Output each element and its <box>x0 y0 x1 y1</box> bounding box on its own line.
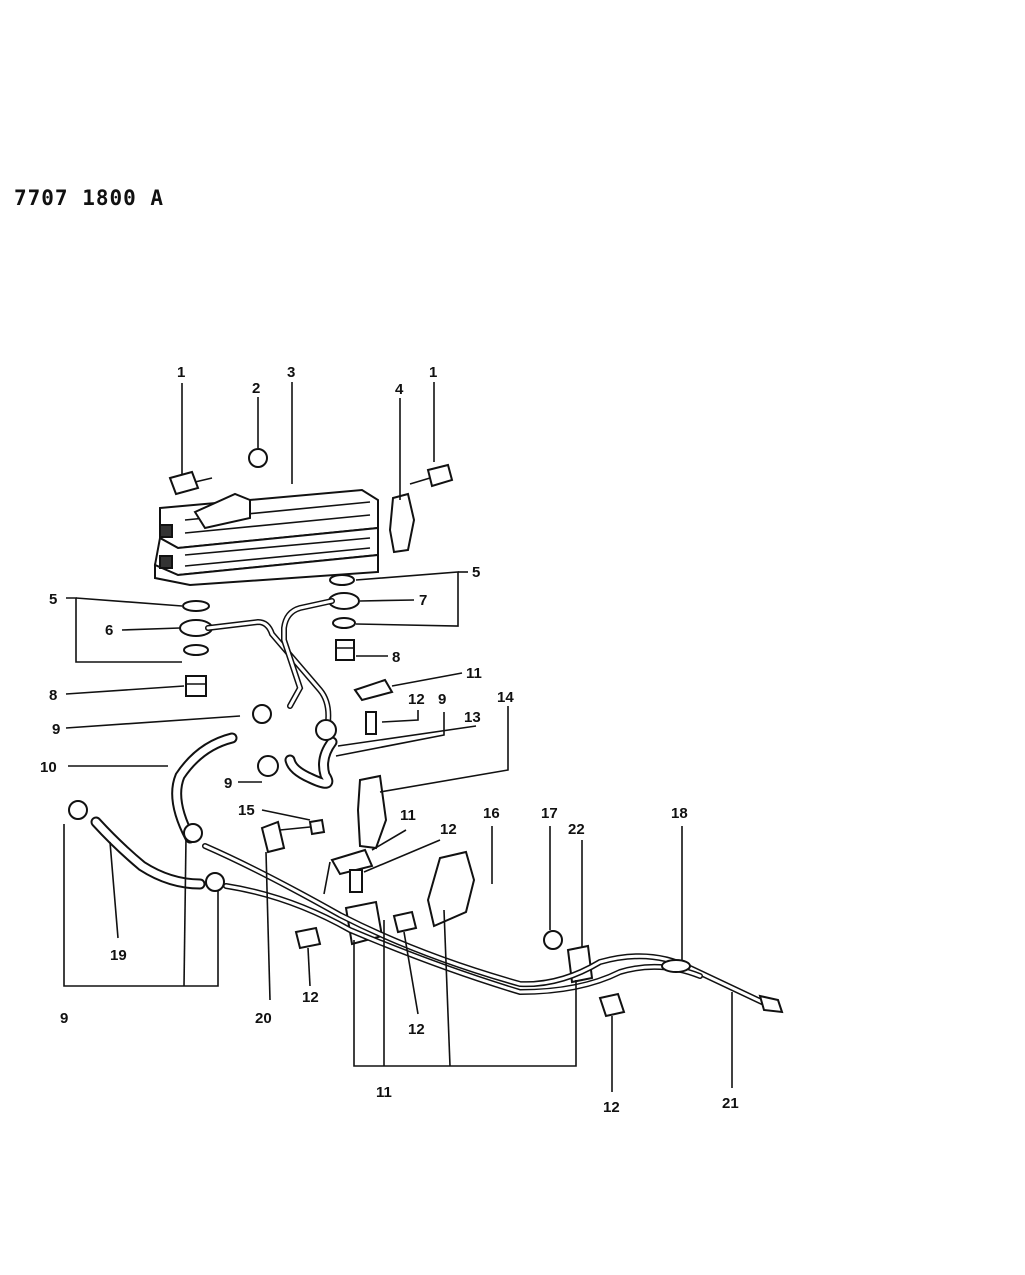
drawing-number: 7707 1800 A <box>14 186 165 210</box>
callout: 12 <box>408 691 425 708</box>
washers-right <box>328 574 360 629</box>
oil-lines-main <box>202 843 765 1005</box>
leader-lines <box>63 382 733 1092</box>
clamp <box>252 704 272 724</box>
callout: 11 <box>466 665 482 682</box>
bolt <box>294 926 322 950</box>
line-end-fitting <box>758 994 784 1014</box>
callout: 10 <box>40 759 57 776</box>
oil-cooler-core <box>153 488 379 587</box>
callout: 7 <box>419 592 427 609</box>
nut-15 <box>308 818 326 836</box>
callout: 5 <box>49 591 57 608</box>
callout: 12 <box>408 1021 425 1038</box>
callout: 3 <box>287 364 295 381</box>
hose-lower <box>284 736 338 789</box>
callout: 1 <box>429 364 437 381</box>
clamp <box>183 823 203 843</box>
line-bracket <box>356 774 388 850</box>
eye-bolt-left <box>185 675 207 697</box>
bolt-right <box>409 463 454 488</box>
callout: 18 <box>671 805 688 822</box>
clip <box>392 910 418 934</box>
callout: 5 <box>472 564 480 581</box>
callout: 9 <box>224 775 232 792</box>
callout: 12 <box>603 1099 620 1116</box>
oil-line-19 <box>90 816 206 890</box>
hose-upper <box>171 732 238 844</box>
callout: 21 <box>722 1095 739 1112</box>
callout: 8 <box>392 649 400 666</box>
callout: 15 <box>238 802 255 819</box>
callout: 9 <box>52 721 60 738</box>
clamp <box>205 872 225 892</box>
callout: 11 <box>400 807 416 824</box>
bolt <box>349 869 363 893</box>
washers-left <box>179 600 213 656</box>
bolt-left <box>168 470 213 496</box>
clip <box>330 848 374 876</box>
nut <box>248 448 268 468</box>
grommet <box>543 930 563 950</box>
callout: 8 <box>49 687 57 704</box>
bolt-15 <box>260 820 286 854</box>
clamp <box>68 800 88 820</box>
callout: 12 <box>302 989 319 1006</box>
clip <box>353 678 394 702</box>
callout: 13 <box>464 709 481 726</box>
callout: 6 <box>105 622 113 639</box>
callout: 2 <box>252 380 260 397</box>
callout: 16 <box>483 805 500 822</box>
callout: 12 <box>440 821 457 838</box>
callout: 1 <box>177 364 185 381</box>
cooler-bracket <box>388 492 416 554</box>
bolt <box>598 992 626 1018</box>
clamp <box>315 719 337 741</box>
callout: 17 <box>541 805 558 822</box>
cooler-oil-pipes <box>205 598 335 725</box>
callout: 22 <box>568 821 585 838</box>
callout: 11 <box>376 1084 392 1101</box>
line-clamp-18 <box>661 959 691 973</box>
mount-bracket <box>426 850 476 928</box>
callout: 19 <box>110 947 127 964</box>
bolt <box>365 711 377 735</box>
callout: 9 <box>438 691 446 708</box>
callout: 14 <box>497 689 514 706</box>
clamp <box>257 755 279 777</box>
eye-bolt-right <box>335 639 355 661</box>
callout: 4 <box>395 381 404 398</box>
callout: 20 <box>255 1010 272 1027</box>
callout: 9 <box>60 1010 68 1027</box>
